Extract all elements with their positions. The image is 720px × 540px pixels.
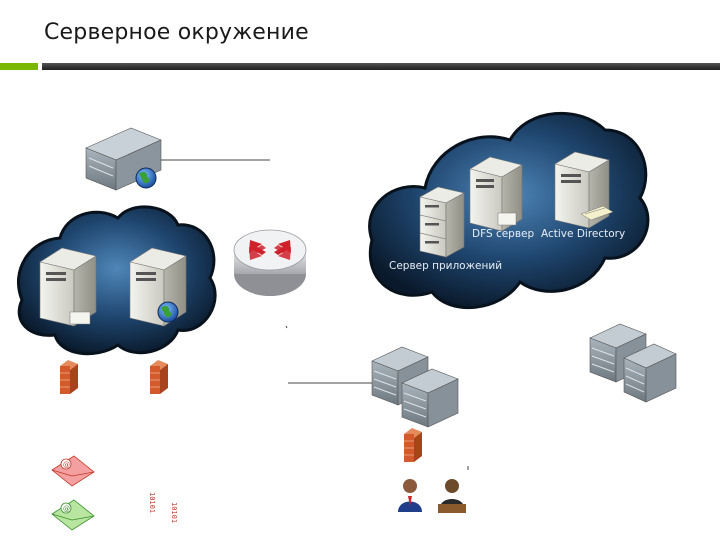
active-directory-label: Active Directory xyxy=(541,228,625,240)
active-directory-server-icon xyxy=(555,152,613,228)
email-envelope-red-icon: @ xyxy=(52,456,94,486)
user-2-icon xyxy=(438,479,466,513)
firewall-left-1-icon xyxy=(60,360,78,394)
dfs-server-label: DFS сервер xyxy=(472,228,534,240)
firewall-left-2-icon xyxy=(150,360,168,394)
dfs-server-tower-icon xyxy=(470,157,522,231)
web-server-rack-icon xyxy=(86,128,161,190)
server-rack-cluster-right-icon xyxy=(590,324,676,402)
tower-server-left-2-icon xyxy=(130,248,186,326)
email-envelope-green-icon: @ xyxy=(52,500,94,530)
svg-text:@: @ xyxy=(63,505,70,513)
app-server-label: Сервер приложений xyxy=(389,260,502,272)
binary-stream-label-1: 10101 xyxy=(148,492,156,513)
dfs-server-icon xyxy=(420,187,464,257)
user-1-icon xyxy=(398,479,422,512)
router-icon xyxy=(234,230,306,296)
tower-server-left-1-icon xyxy=(40,248,96,326)
server-rack-cluster-center-icon xyxy=(372,347,458,427)
svg-text:@: @ xyxy=(63,461,70,469)
binary-stream-label-2: 10101 xyxy=(170,502,178,523)
firewall-center-icon xyxy=(404,428,422,462)
